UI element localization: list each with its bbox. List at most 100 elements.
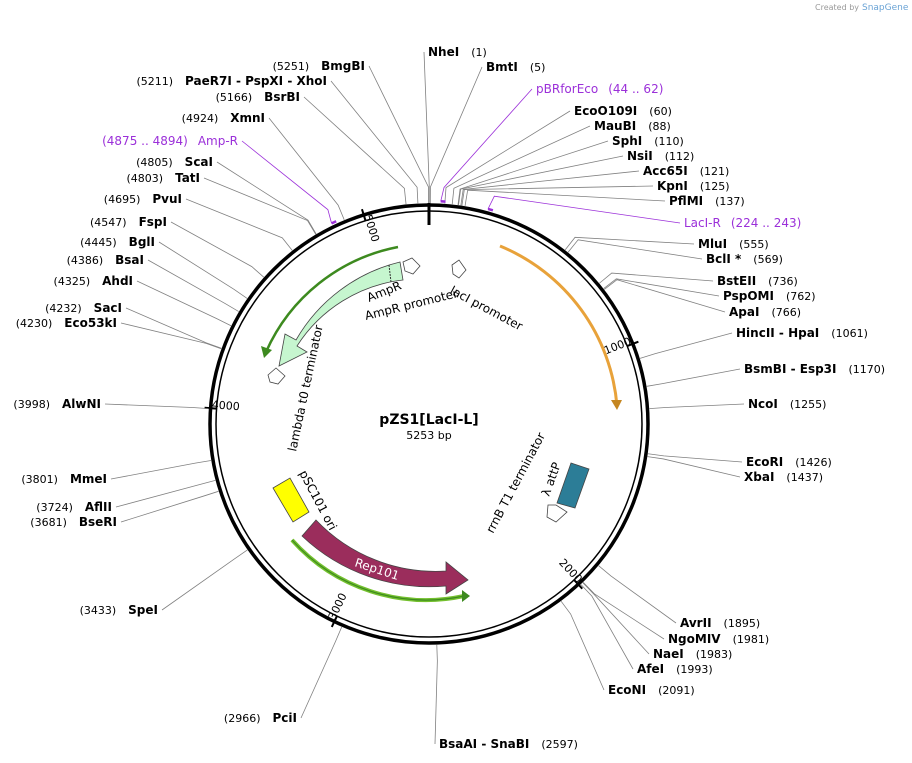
restriction-site[interactable]: AflII(3724) bbox=[36, 500, 112, 514]
lambda-t0-terminator-arrow[interactable] bbox=[267, 367, 286, 385]
restriction-site[interactable]: AfeI(1993) bbox=[637, 662, 713, 676]
restriction-site[interactable]: Acc65I(121) bbox=[643, 164, 729, 178]
site-name: BglI bbox=[129, 235, 155, 249]
restriction-site[interactable]: NsiI(112) bbox=[627, 149, 694, 163]
restriction-site[interactable]: PvuI(4695) bbox=[104, 192, 182, 206]
site-leader-line bbox=[580, 584, 634, 670]
site-leader-line bbox=[158, 241, 248, 299]
site-leader-line bbox=[423, 51, 430, 204]
site-leader-line bbox=[599, 272, 714, 284]
site-name: BsaAI - SnaBI bbox=[439, 737, 529, 751]
site-leader-line bbox=[300, 626, 343, 719]
credit-prefix: Created by bbox=[815, 3, 859, 12]
restriction-site[interactable]: ApaI(766) bbox=[729, 305, 801, 319]
restriction-site[interactable]: SpeI(3433) bbox=[80, 603, 158, 617]
primer-leader-line bbox=[487, 195, 681, 224]
restriction-site[interactable]: BsrBI(5166) bbox=[216, 90, 300, 104]
site-name: HincII - HpaI bbox=[736, 326, 819, 340]
restriction-site[interactable]: NheI(1) bbox=[428, 45, 487, 59]
restriction-site[interactable]: PspOMI(762) bbox=[723, 289, 816, 303]
site-leader-line bbox=[216, 161, 317, 235]
credit-brand: SnapGene bbox=[862, 3, 909, 13]
restriction-site[interactable]: XbaI(1437) bbox=[744, 470, 823, 484]
ampr-outer-arrowhead bbox=[261, 346, 272, 358]
restriction-site[interactable]: MmeI(3801) bbox=[21, 472, 107, 486]
restriction-site[interactable]: TatI(4803) bbox=[126, 171, 200, 185]
site-name: BsmBI - Esp3I bbox=[744, 362, 836, 376]
scale-tick bbox=[330, 615, 338, 628]
rep101-outer-arrowhead bbox=[462, 590, 470, 602]
restriction-site[interactable]: BclI *(569) bbox=[706, 252, 783, 266]
rrnb-t1-terminator-arrow[interactable] bbox=[546, 504, 568, 523]
restriction-site[interactable]: NcoI(1255) bbox=[748, 397, 826, 411]
site-name: BsrBI bbox=[264, 90, 300, 104]
restriction-site[interactable]: BsaI(4386) bbox=[67, 253, 144, 267]
restriction-site[interactable]: EcoNI(2091) bbox=[608, 683, 695, 697]
restriction-site[interactable]: HincII - HpaI(1061) bbox=[736, 326, 868, 340]
restriction-site[interactable]: PflMI(137) bbox=[669, 194, 745, 208]
restriction-site[interactable]: Eco53kI(4230) bbox=[16, 316, 117, 330]
restriction-site[interactable]: ScaI(4805) bbox=[136, 155, 213, 169]
restriction-site[interactable]: BsaAI - SnaBI(2597) bbox=[439, 737, 578, 751]
site-leader-line bbox=[444, 110, 571, 204]
site-name: AhdI bbox=[102, 274, 133, 288]
ampr-promoter-arrow[interactable] bbox=[402, 257, 421, 275]
primer-binding-site[interactable]: LacI-R(224 .. 243) bbox=[487, 195, 801, 230]
restriction-site[interactable]: MluI(555) bbox=[698, 237, 769, 251]
site-name: ApaI bbox=[729, 305, 759, 319]
site-position: (4230) bbox=[16, 317, 53, 330]
restriction-site[interactable]: NaeI(1983) bbox=[653, 647, 732, 661]
site-name: AvrII bbox=[680, 616, 712, 630]
restriction-site[interactable]: BsmBI - Esp3I(1170) bbox=[744, 362, 885, 376]
restriction-site[interactable]: BmgBI(5251) bbox=[273, 59, 365, 73]
site-name: ScaI bbox=[185, 155, 213, 169]
restriction-site[interactable]: XmnI(4924) bbox=[182, 111, 265, 125]
lambda-attp-feature[interactable] bbox=[556, 462, 590, 509]
site-name: EcoO109I bbox=[574, 104, 637, 118]
site-position: (4325) bbox=[54, 275, 91, 288]
restriction-site[interactable]: BseRI(3681) bbox=[30, 515, 117, 529]
laci-promoter-arrow[interactable] bbox=[451, 259, 467, 279]
restriction-site[interactable]: BmtI(5) bbox=[486, 60, 545, 74]
restriction-site[interactable]: AvrII (1895) bbox=[680, 616, 760, 630]
primer-name: pBRforEco bbox=[536, 82, 598, 96]
restriction-site[interactable]: EcoO109I(60) bbox=[574, 104, 672, 118]
site-leader-line bbox=[647, 456, 741, 478]
restriction-site[interactable]: BglI(4445) bbox=[80, 235, 155, 249]
primer-binding-site[interactable]: Amp-R(4875 .. 4894) bbox=[102, 134, 337, 225]
restriction-site[interactable]: FspI(4547) bbox=[90, 215, 167, 229]
site-name: PspOMI bbox=[723, 289, 774, 303]
restriction-site[interactable]: MauBI(88) bbox=[594, 119, 671, 133]
site-leader-line bbox=[567, 239, 703, 260]
site-leader-line bbox=[451, 125, 591, 205]
site-position: (736) bbox=[768, 275, 798, 288]
psc101-ori-feature[interactable] bbox=[272, 477, 310, 523]
restriction-site[interactable]: BstEII (736) bbox=[717, 274, 798, 288]
site-name: NaeI bbox=[653, 647, 684, 661]
site-position: (3681) bbox=[30, 516, 67, 529]
primer-mark bbox=[331, 220, 337, 225]
restriction-site[interactable]: SphI(110) bbox=[612, 134, 684, 148]
site-name: PciI bbox=[273, 711, 298, 725]
site-leader-line bbox=[120, 322, 222, 350]
restriction-site[interactable]: AlwNI(3998) bbox=[13, 397, 101, 411]
primer-binding-site[interactable]: pBRforEco(44 .. 62) bbox=[440, 82, 664, 203]
restriction-site[interactable]: NgoMIV(1981) bbox=[668, 632, 769, 646]
site-name: BstEII bbox=[717, 274, 756, 288]
site-position: (1895) bbox=[724, 617, 761, 630]
restriction-site[interactable]: EcoRI(1426) bbox=[746, 455, 832, 469]
site-name: MauBI bbox=[594, 119, 636, 133]
restriction-site[interactable]: PaeR7I - PspXI - XhoI(5211) bbox=[136, 74, 327, 88]
restriction-site[interactable]: AhdI (4325) bbox=[54, 274, 133, 288]
rep101-feature-arrow[interactable] bbox=[301, 519, 469, 595]
primer-name: LacI-R bbox=[684, 216, 721, 230]
restriction-site[interactable]: SacI(4232) bbox=[45, 301, 122, 315]
plasmid-center: pZS1[LacI-L] 5253 bp bbox=[379, 412, 478, 442]
restriction-site[interactable]: KpnI(125) bbox=[657, 179, 730, 193]
site-position: (1981) bbox=[733, 633, 770, 646]
restriction-site[interactable]: PciI(2966) bbox=[224, 711, 297, 725]
ampr-feature-arrow[interactable] bbox=[278, 261, 404, 367]
laci-feature-arrow[interactable] bbox=[499, 244, 619, 407]
site-leader-line bbox=[582, 582, 665, 640]
site-leader-lines bbox=[104, 51, 745, 745]
